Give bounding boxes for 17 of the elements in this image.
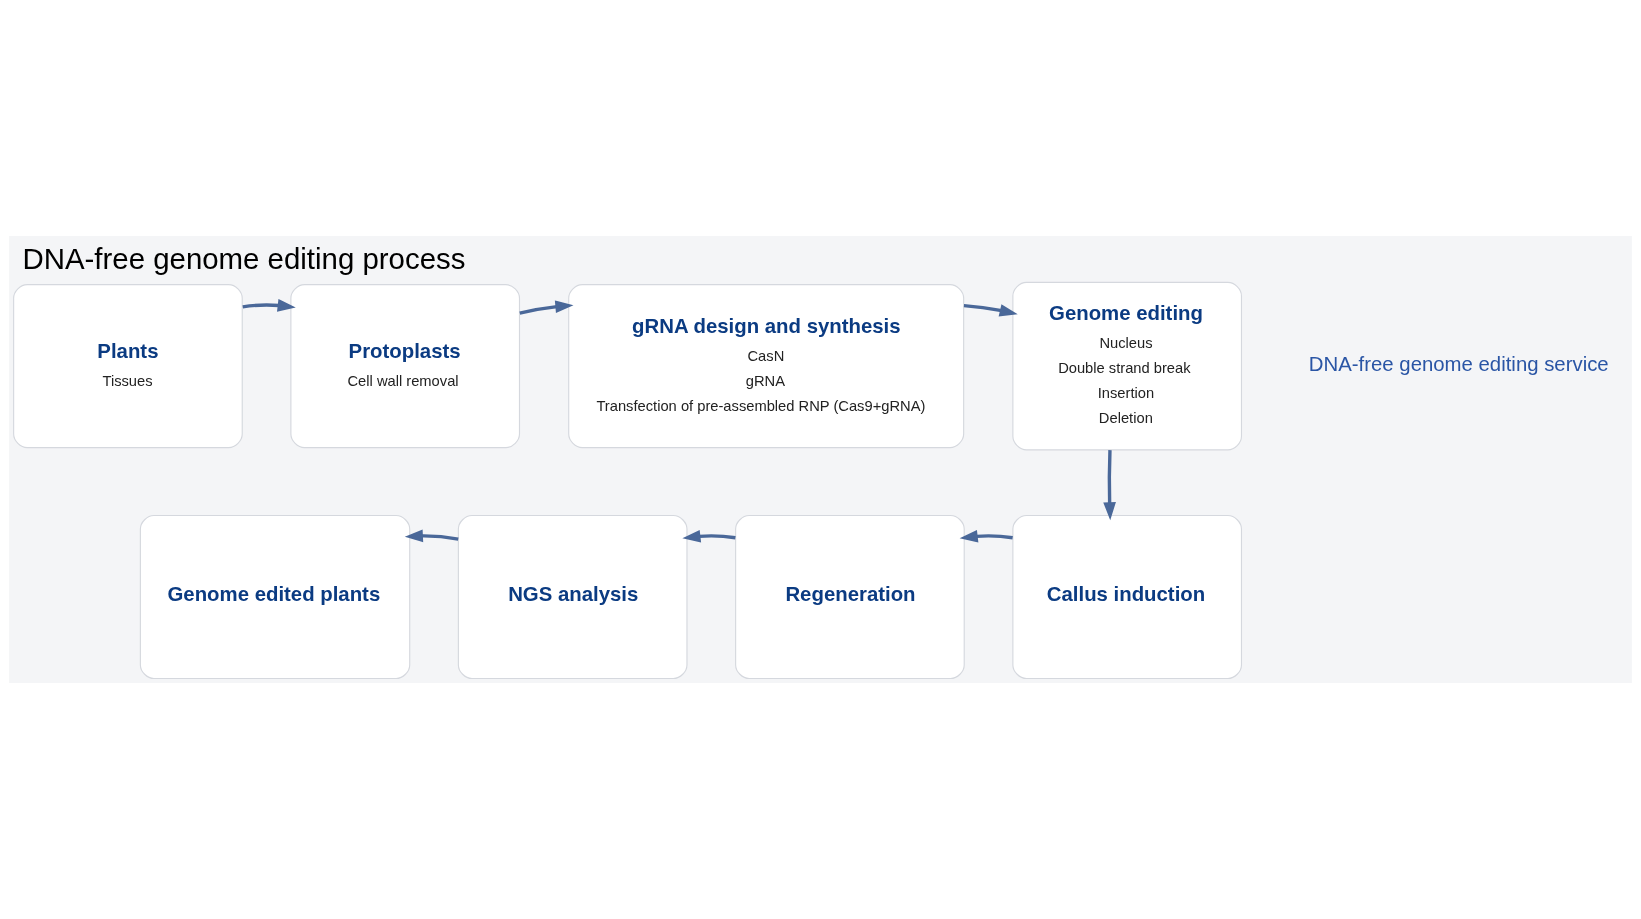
arrow: [682, 529, 736, 543]
arrow: [519, 300, 574, 315]
node-box: Regeneration: [735, 514, 965, 680]
arrow: [963, 303, 1018, 317]
arrow: [404, 529, 459, 543]
node-box: Genome editing Nucleus Double strand break Insertion Deletion: [1012, 281, 1243, 451]
arrow: [242, 299, 296, 312]
node-box: Plants Tissues: [13, 284, 243, 449]
arrow: [959, 529, 1013, 543]
node-box: Callus induction: [1012, 514, 1243, 680]
label: DNA-free genome editing service: [1308, 353, 1609, 376]
diagram-title: DNA-free genome editing process: [22, 241, 466, 275]
arrow: [1103, 450, 1116, 521]
node-box: NGS analysis: [457, 514, 688, 680]
node-box: Genome edited plants: [139, 514, 411, 680]
node-box: Protoplasts Cell wall removal: [290, 284, 521, 449]
node-box: gRNA design and synthesis CasN gRNA Transfection of pre-assembled RNP (Cas9+gRNA): [568, 284, 965, 449]
